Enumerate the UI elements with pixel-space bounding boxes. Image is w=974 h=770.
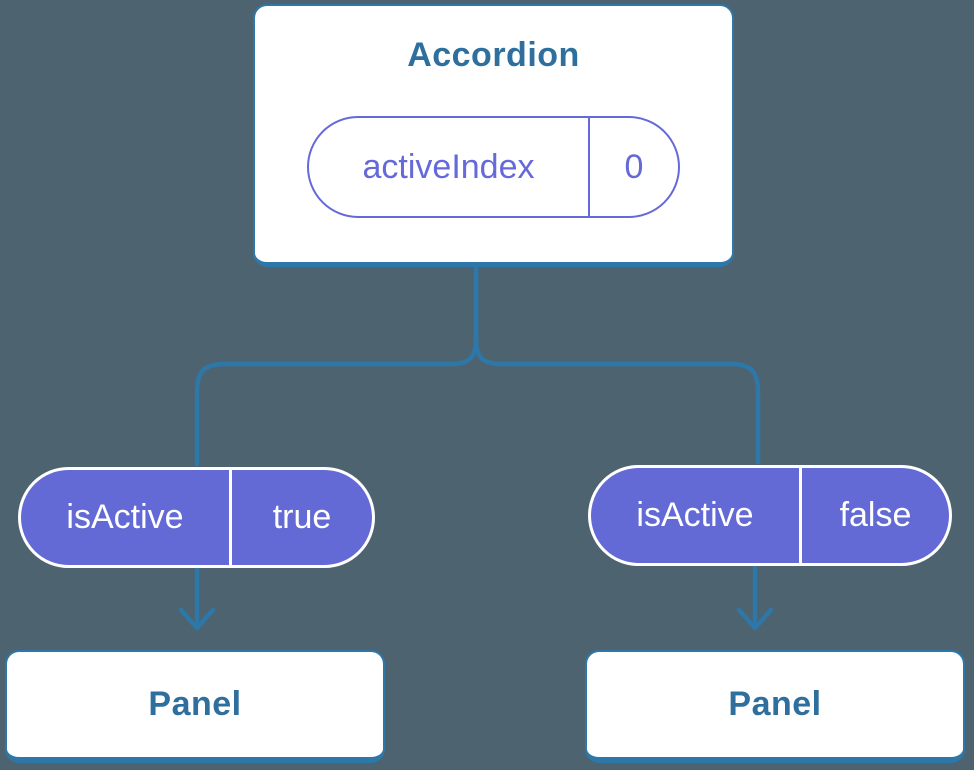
state-value: 0 [588, 118, 678, 216]
prop-name-right: isActive [591, 468, 802, 563]
panel-label-right: Panel [728, 685, 822, 723]
prop-name-left: isActive [21, 470, 232, 565]
panel-component-card-left: Panel [5, 650, 385, 763]
accordion-component-card: Accordion activeIndex 0 [253, 4, 734, 267]
arrow-left-head-icon [178, 607, 216, 631]
branch-right-line [473, 265, 761, 465]
panel-component-card-right: Panel [585, 650, 965, 763]
accordion-label: Accordion [407, 36, 580, 74]
prop-pill-right: isActive false [588, 465, 952, 566]
panel-label-left: Panel [148, 685, 242, 723]
prop-pill-left: isActive true [18, 467, 375, 568]
state-name: activeIndex [362, 147, 535, 186]
state-pill: activeIndex 0 [307, 116, 680, 218]
prop-value-left: true [272, 498, 332, 536]
branch-left-line [194, 265, 479, 467]
arrow-right-head-icon [736, 607, 774, 631]
prop-value-right: false [839, 496, 912, 534]
